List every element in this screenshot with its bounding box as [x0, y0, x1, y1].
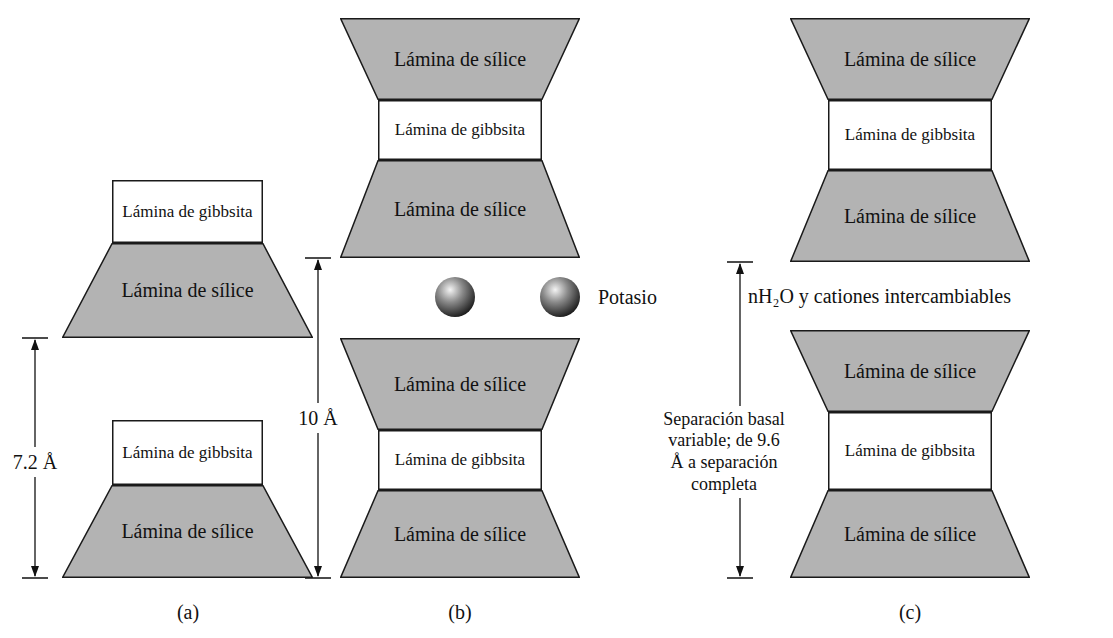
sheet-label: Lámina de gibbsita	[122, 202, 252, 222]
sheet-label: Lámina de sílice	[844, 360, 976, 383]
sheet-shape	[341, 491, 580, 578]
panel-letter: (c)	[899, 600, 921, 624]
silica-sheet: Lámina de sílice	[790, 170, 1030, 262]
sheet-label: Lámina de gibbsita	[395, 120, 525, 140]
panel-letter: (b)	[448, 600, 471, 624]
sheet-shape	[791, 171, 1030, 262]
sheet-shape	[63, 486, 313, 578]
gibbsite-sheet: Lámina de gibbsita	[112, 180, 263, 243]
sheet-shape	[341, 19, 580, 100]
silica-sheet: Lámina de sílice	[790, 18, 1030, 100]
potassium-ion	[540, 277, 580, 317]
silica-sheet: Lámina de sílice	[790, 330, 1030, 412]
sheet-shape	[829, 101, 992, 170]
silica-sheet: Lámina de sílice	[340, 490, 580, 578]
silica-sheet: Lámina de sílice	[62, 485, 313, 578]
sheet-shape	[791, 491, 1030, 578]
sheet-label: Lámina de gibbsita	[395, 450, 525, 470]
sheet-shape	[829, 413, 992, 490]
gibbsite-sheet: Lámina de gibbsita	[828, 100, 992, 170]
silica-sheet: Lámina de sílice	[340, 160, 580, 258]
dimension-label: 10 Å	[296, 403, 339, 433]
gibbsite-sheet: Lámina de gibbsita	[112, 420, 263, 485]
silica-sheet: Lámina de sílice	[340, 338, 580, 430]
sheet-shape	[113, 181, 263, 243]
sheet-label: Lámina de sílice	[121, 279, 253, 302]
sheet-label: Lámina de sílice	[394, 523, 526, 546]
sheet-shape	[63, 244, 313, 338]
sheet-label: Lámina de sílice	[121, 520, 253, 543]
sheet-label: Lámina de sílice	[394, 198, 526, 221]
part-label: nH₂O y cationes intercambiables	[748, 284, 1011, 308]
potassium-ion	[435, 277, 475, 317]
sheet-label: Lámina de sílice	[394, 48, 526, 71]
sheet-shape	[113, 421, 263, 485]
panel-letter: (a)	[177, 600, 199, 624]
sheet-label: Lámina de sílice	[844, 205, 976, 228]
silica-sheet: Lámina de sílice	[790, 490, 1030, 578]
sheet-label: Lámina de sílice	[844, 48, 976, 71]
dimension-label: 7.2 Å	[11, 447, 59, 477]
sheet-label: Lámina de sílice	[394, 373, 526, 396]
sheet-label: Lámina de gibbsita	[845, 441, 975, 461]
gibbsite-sheet: Lámina de gibbsita	[378, 100, 542, 160]
dimension-label: Separación basal variable; de 9.6 Å a se…	[660, 406, 788, 498]
sheet-shape	[341, 339, 580, 430]
sheet-shape	[791, 331, 1030, 412]
sheet-label: Lámina de gibbsita	[845, 125, 975, 145]
sheet-label: Lámina de gibbsita	[122, 443, 252, 463]
gibbsite-sheet: Lámina de gibbsita	[378, 430, 542, 490]
sheet-shape	[791, 19, 1030, 100]
silica-sheet: Lámina de sílice	[340, 18, 580, 100]
sheet-shape	[379, 101, 542, 160]
silica-sheet: Lámina de sílice	[62, 243, 313, 338]
gibbsite-sheet: Lámina de gibbsita	[828, 412, 992, 490]
part-label: Potasio	[598, 285, 657, 309]
sheet-shape	[379, 431, 542, 490]
sheet-shape	[341, 161, 580, 258]
sheet-label: Lámina de sílice	[844, 523, 976, 546]
